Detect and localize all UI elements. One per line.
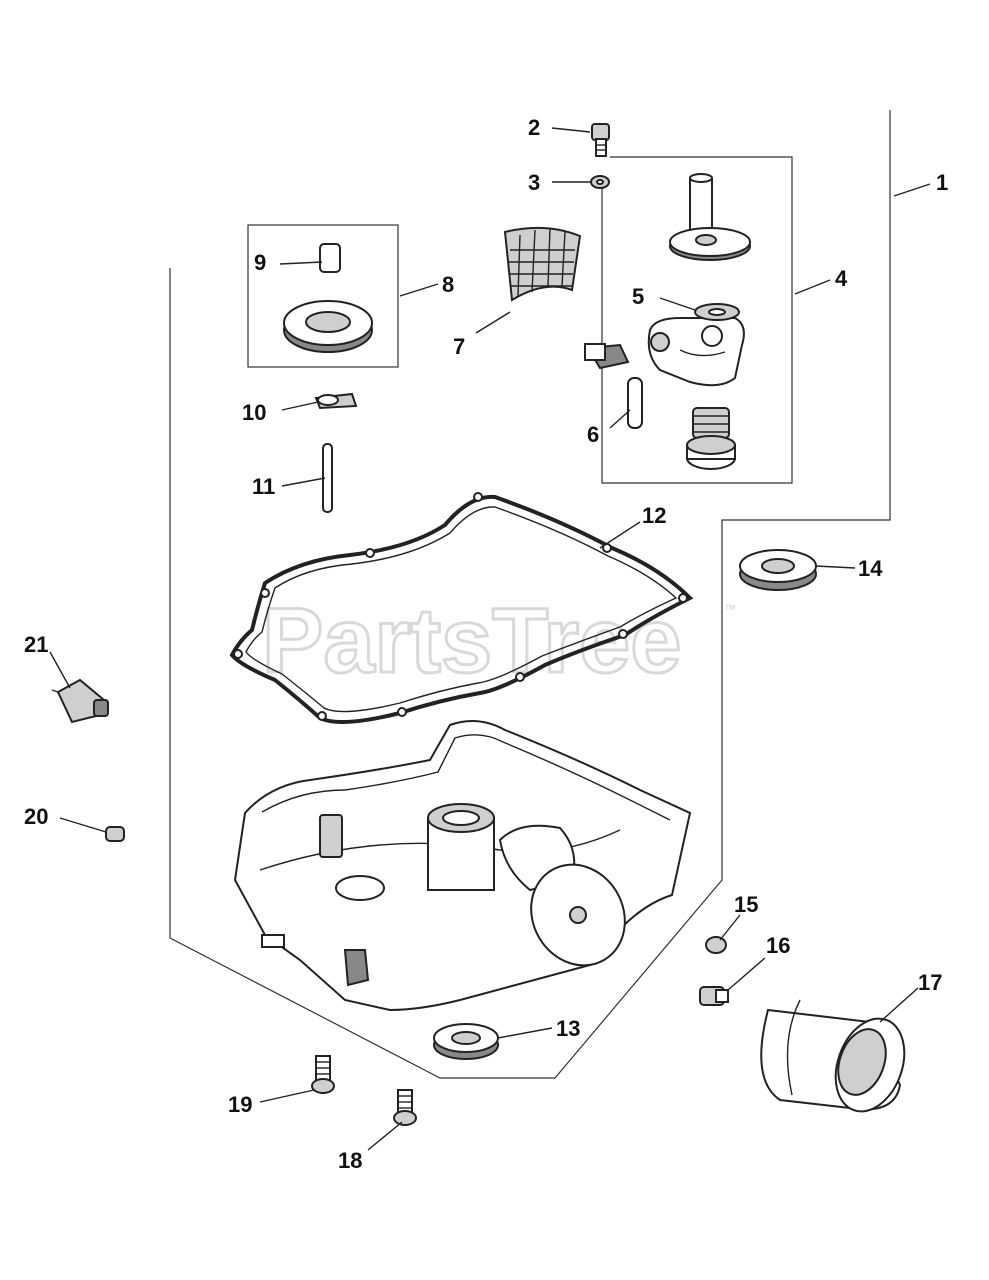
callout-20: 20 xyxy=(24,804,48,829)
callout-6: 6 xyxy=(587,422,599,447)
part-14-oil-seal[interactable] xyxy=(739,549,817,591)
part-2-bolt[interactable] xyxy=(591,123,610,157)
callout-9: 9 xyxy=(254,250,266,275)
callout-8: 8 xyxy=(442,272,454,297)
callout-1: 1 xyxy=(936,170,948,195)
watermark-trademark: ™ xyxy=(724,602,736,616)
part-19-screw[interactable] xyxy=(311,1055,335,1094)
leader-lines xyxy=(49,127,931,1151)
callout-12: 12 xyxy=(642,503,666,528)
callout-2: 2 xyxy=(528,115,540,140)
callout-10: 10 xyxy=(242,400,266,425)
group-box-4 xyxy=(601,156,793,484)
callout-3: 3 xyxy=(528,170,540,195)
callout-4: 4 xyxy=(835,266,848,291)
callout-7: 7 xyxy=(453,334,465,359)
part-8-governor-gear[interactable] xyxy=(283,300,373,353)
part-4-oil-pump-assembly[interactable] xyxy=(584,173,751,470)
part-3-washer[interactable] xyxy=(590,175,610,189)
callout-11: 11 xyxy=(252,474,275,499)
callout-17: 17 xyxy=(918,970,942,995)
assembly-frame-outline xyxy=(169,110,891,1079)
group-box-8 xyxy=(247,224,399,368)
part-5-washer[interactable] xyxy=(694,303,740,321)
part-7-oil-screen[interactable] xyxy=(503,226,582,302)
callout-16: 16 xyxy=(766,933,790,958)
part-13-oil-seal[interactable] xyxy=(433,1023,499,1060)
part-12-gasket[interactable] xyxy=(229,492,694,724)
watermark-text: PartsTree xyxy=(262,590,681,692)
part-15-plug[interactable] xyxy=(705,936,727,954)
crankcase-cover xyxy=(233,720,692,1012)
part-21-pressure-switch[interactable] xyxy=(51,678,109,724)
callout-5: 5 xyxy=(632,284,644,309)
part-18-screw[interactable] xyxy=(393,1089,417,1126)
part-20-plug[interactable] xyxy=(105,826,125,842)
part-6-pin[interactable] xyxy=(627,377,643,429)
callout-21: 21 xyxy=(24,632,48,657)
part-16-drain-plug[interactable] xyxy=(699,986,729,1006)
callout-19: 19 xyxy=(228,1092,252,1117)
part-17-oil-filter[interactable] xyxy=(760,999,916,1121)
part-10-retainer[interactable] xyxy=(314,392,358,410)
callout-14: 14 xyxy=(858,556,883,581)
part-9-shaft[interactable] xyxy=(319,243,341,273)
callout-15: 15 xyxy=(734,892,758,917)
callout-18: 18 xyxy=(338,1148,362,1173)
callout-13: 13 xyxy=(556,1016,580,1041)
